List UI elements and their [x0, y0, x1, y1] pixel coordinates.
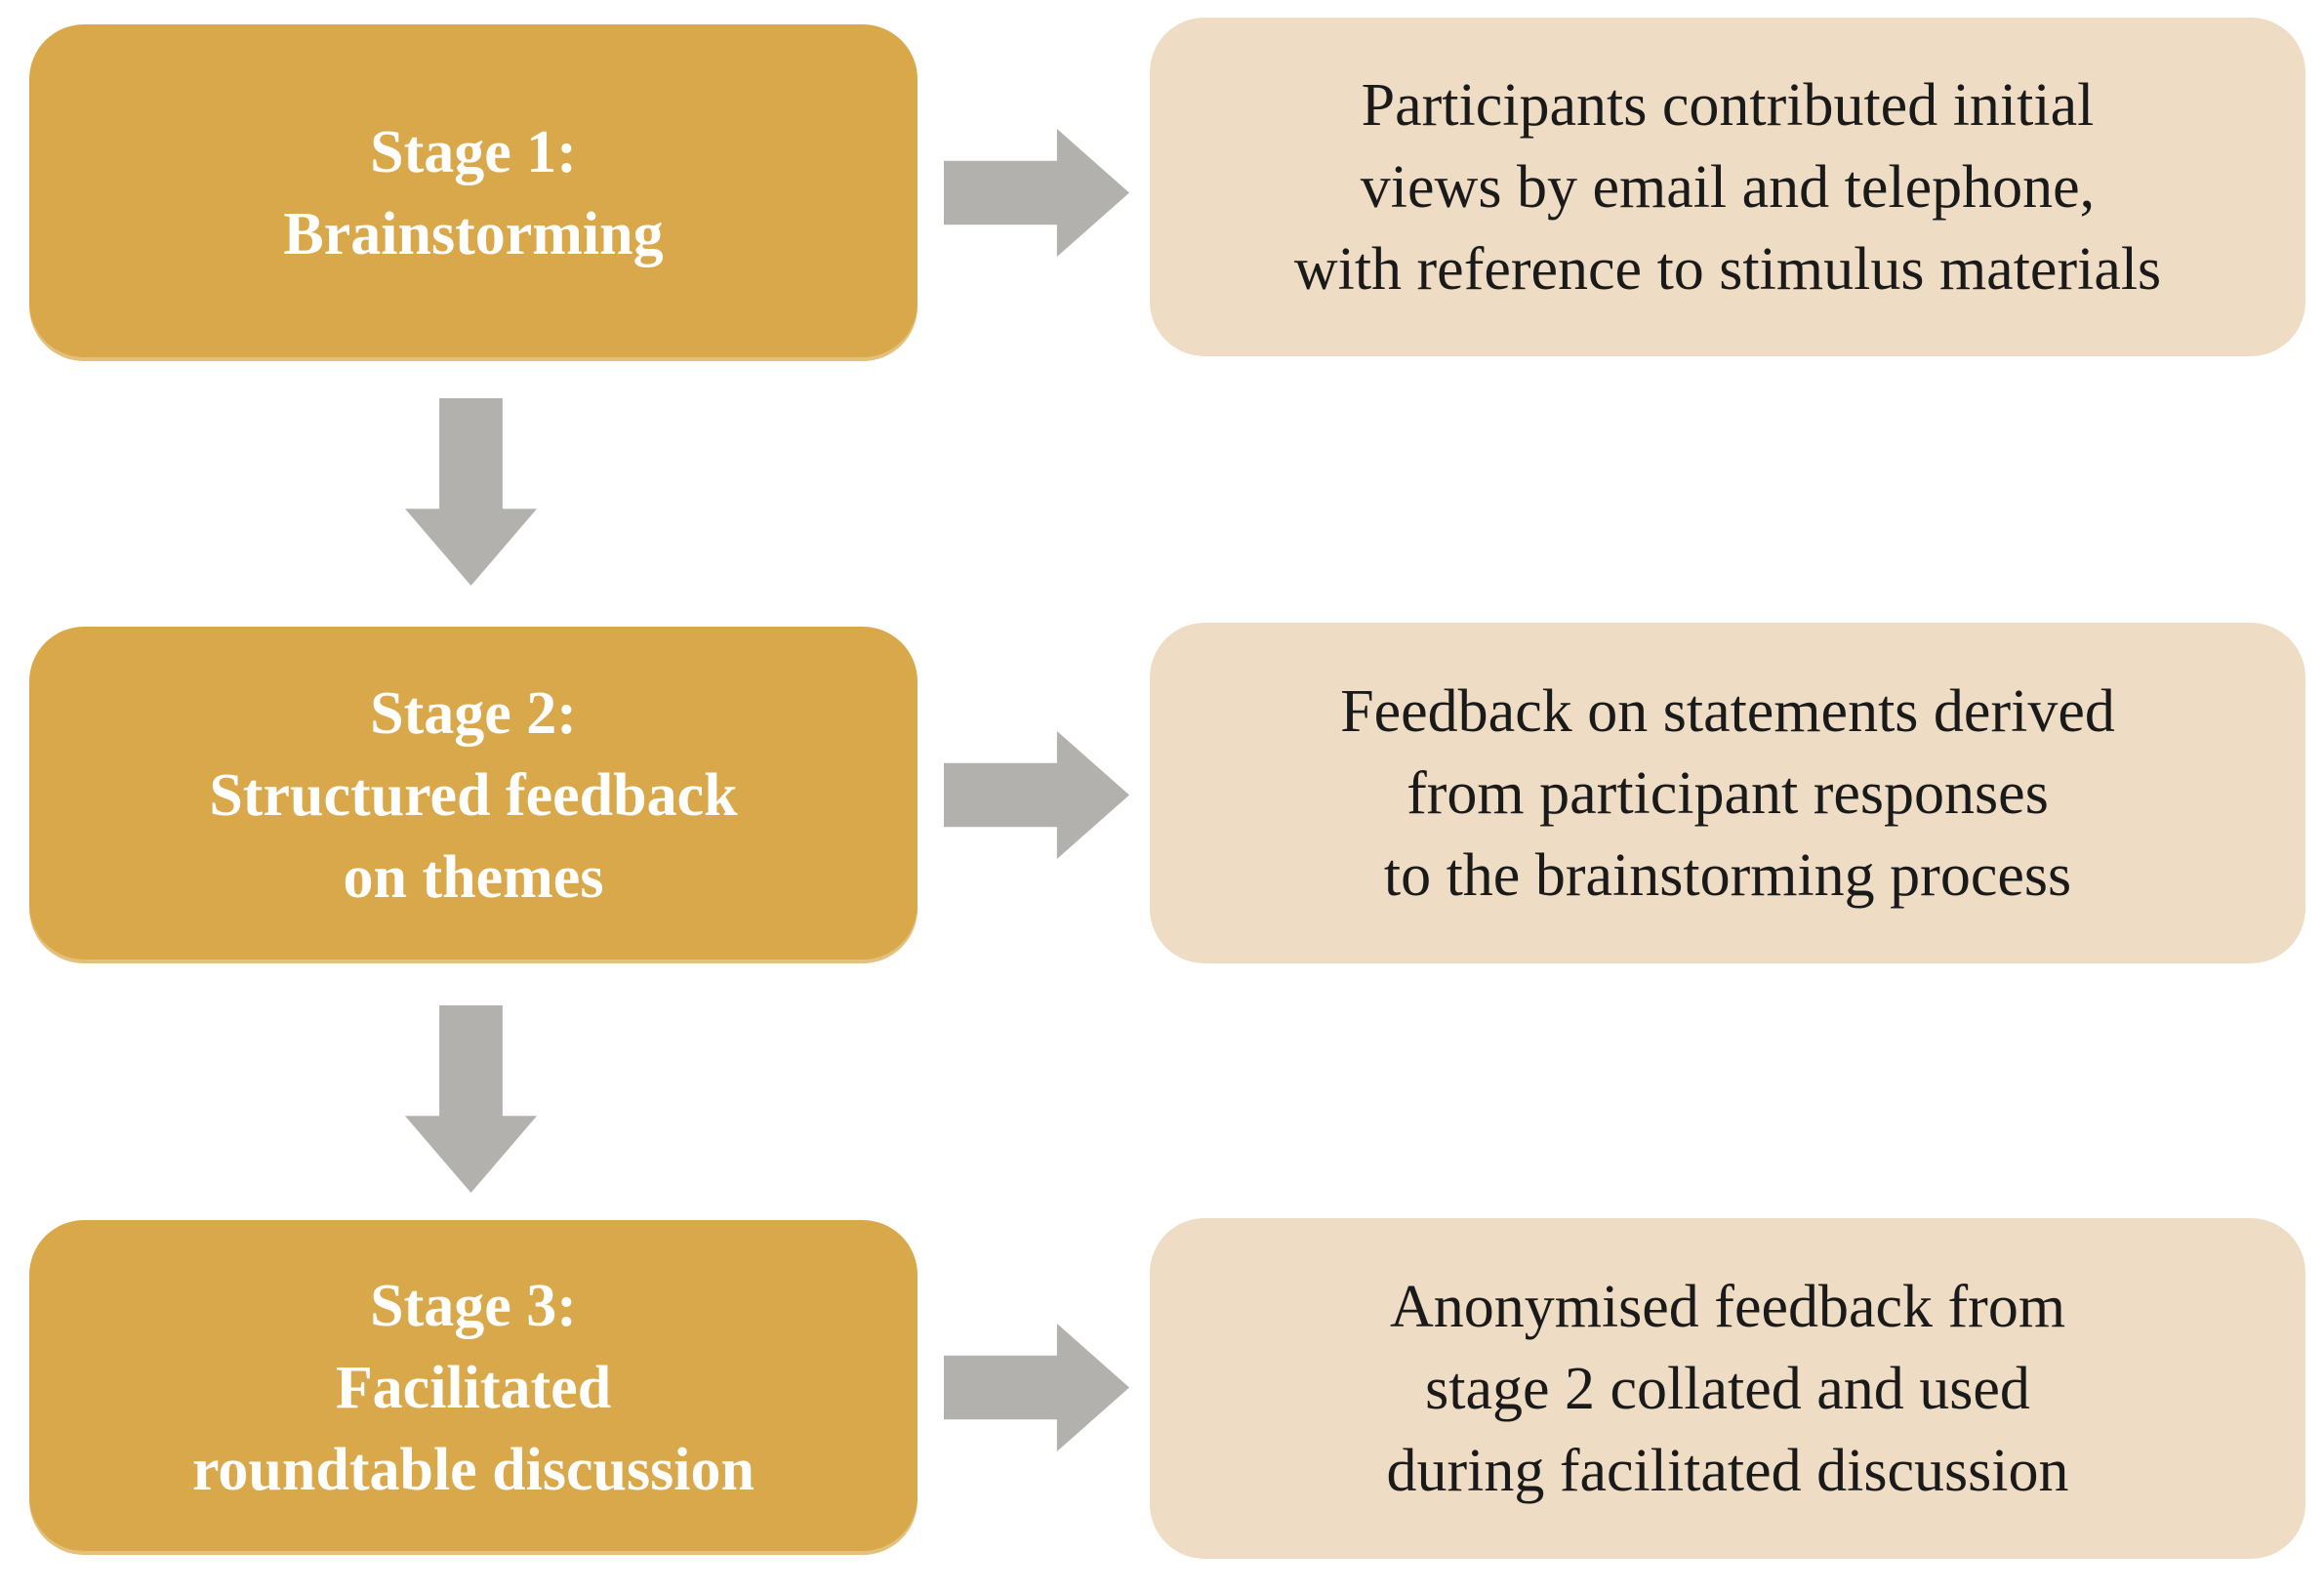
- description-line: views by email and telephone,: [1360, 153, 2096, 221]
- arrow-right-icon: [944, 129, 1129, 257]
- stage-3-label-line: Facilitated: [335, 1354, 612, 1421]
- description-line: Participants contributed initial: [1361, 71, 2095, 139]
- stage-3-box: Stage 3: Facilitated roundtable discussi…: [29, 1220, 917, 1555]
- stage-3-label-line: Stage 3:: [370, 1272, 577, 1339]
- description-line: with reference to stimulus materials: [1293, 235, 2162, 303]
- arrow-down-icon: [405, 398, 537, 586]
- stage-1-label-line: Stage 1:: [370, 118, 577, 185]
- description-line: stage 2 collated and used: [1425, 1355, 2030, 1422]
- stage-2-description-box: Feedback on statements derived from part…: [1150, 623, 2305, 963]
- arrow-right-icon: [944, 731, 1129, 859]
- arrow-right-icon: [944, 1324, 1129, 1451]
- stage-2-label-line: Stage 2:: [370, 679, 577, 747]
- description-line: Feedback on statements derived: [1340, 677, 2115, 745]
- stage-2-label-line: on themes: [343, 843, 604, 911]
- stage-1-description-box: Participants contributed initial views b…: [1150, 18, 2305, 356]
- description-line: to the brainstorming process: [1383, 841, 2072, 909]
- stage-1-box: Stage 1: Brainstorming: [29, 24, 917, 361]
- description-line: Anonymised feedback from: [1389, 1273, 2066, 1340]
- stage-3-label-line: roundtable discussion: [191, 1436, 754, 1503]
- stage-2-label-line: Structured feedback: [209, 761, 738, 829]
- stage-3-description-box: Anonymised feedback from stage 2 collate…: [1150, 1218, 2305, 1559]
- arrow-down-icon: [405, 1005, 537, 1193]
- description-line: from participant responses: [1407, 759, 2049, 827]
- description-line: during facilitated discussion: [1386, 1437, 2069, 1504]
- stage-2-box: Stage 2: Structured feedback on themes: [29, 627, 917, 963]
- stage-1-label-line: Brainstorming: [283, 200, 664, 267]
